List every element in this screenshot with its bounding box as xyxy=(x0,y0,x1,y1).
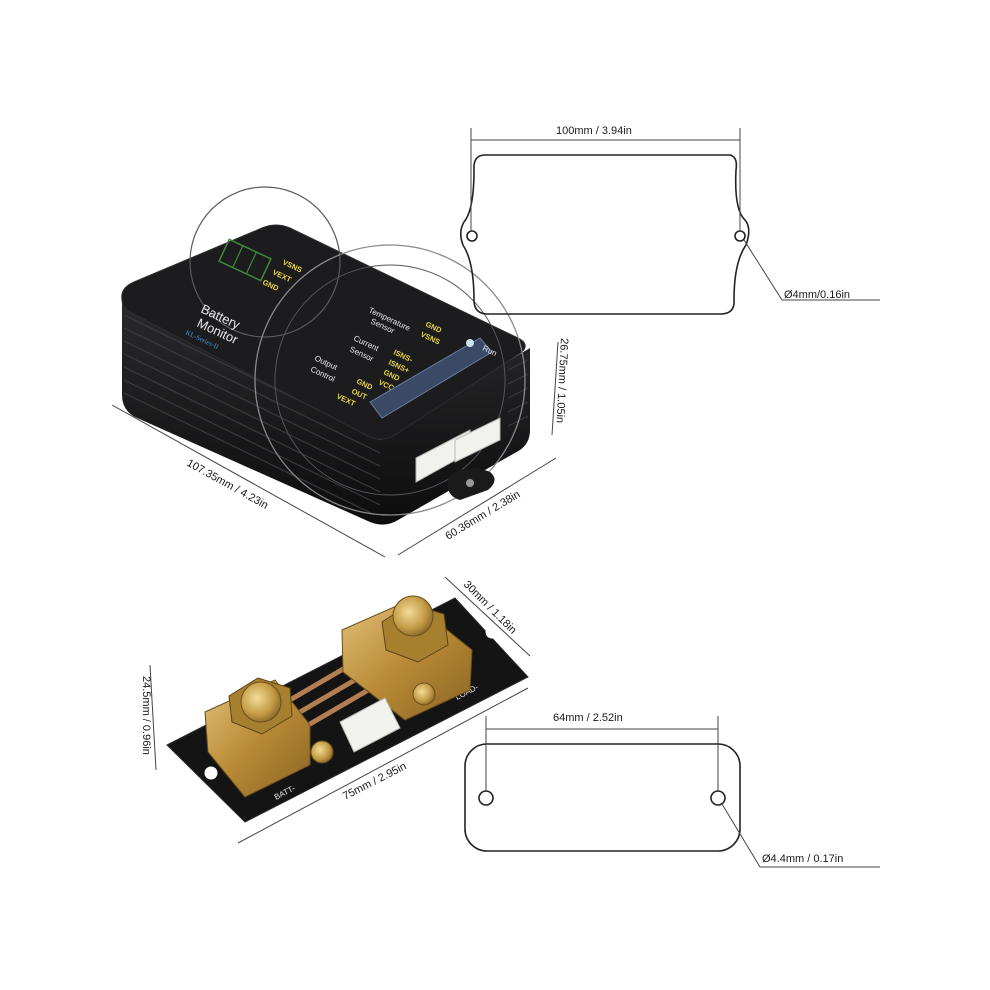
decor-arc-top xyxy=(189,186,341,338)
decor-arc-inner xyxy=(274,264,506,496)
dim-monitor-mount-spacing: 100mm / 3.94in xyxy=(556,125,632,137)
shunt-resistive-strips xyxy=(287,662,373,727)
side-connectors xyxy=(415,417,501,483)
shunt-outline-dim-lines xyxy=(485,716,880,868)
shunt-screw-right xyxy=(412,682,436,706)
shunt-outline-drawing xyxy=(464,743,741,852)
shunt-mount-hole-right xyxy=(485,625,499,639)
run-led xyxy=(466,339,474,347)
monitor-dimension-lines xyxy=(111,341,559,558)
dim-shunt-hole-diameter: Ø4.4mm / 0.17in xyxy=(762,853,843,865)
dim-monitor-height: 26.75mm / 1.05in xyxy=(554,338,570,424)
top-connector xyxy=(218,238,272,282)
dim-monitor-hole-diameter: Ø4mm/0.16in xyxy=(784,289,850,301)
shunt-bolt-left xyxy=(228,677,293,735)
battery-monitor-device: VSNS VEXT GND Battery Monitor KL-Series-… xyxy=(121,186,530,525)
decor-arc-main xyxy=(254,244,526,516)
shunt-bolt-right xyxy=(381,595,449,663)
shunt-screw-left xyxy=(310,740,334,764)
mounting-hole xyxy=(466,479,474,487)
shunt-dimension-lines xyxy=(149,576,531,844)
shunt-connector xyxy=(339,697,401,753)
monitor-outline-dim-lines xyxy=(470,128,880,301)
current-shunt: LOAD- BATT- xyxy=(166,595,529,823)
dim-shunt-height: 24.5mm / 0.96in xyxy=(140,676,152,755)
dim-shunt-mount-spacing: 64mm / 2.52in xyxy=(553,712,623,724)
shunt-mount-hole-left xyxy=(204,766,218,780)
monitor-outline-drawing xyxy=(459,154,750,315)
pin-header xyxy=(369,337,493,419)
